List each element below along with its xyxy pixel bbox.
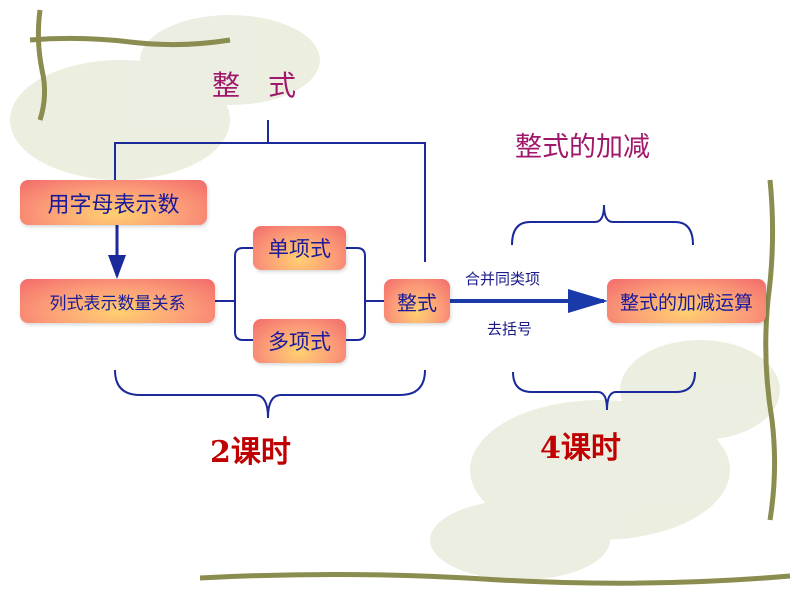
- box-letters-represent-numbers: 用字母表示数: [20, 180, 207, 225]
- hours-left: 2课时: [210, 435, 291, 470]
- hours-right: 4课时: [540, 431, 621, 466]
- flower-watermark: [10, 15, 780, 580]
- title-add-subtract: 整式的加减: [515, 132, 650, 163]
- bottom-right-brace: [512, 371, 696, 411]
- bottom-left-brace: [114, 369, 426, 419]
- label-combine-like-terms: 合并同类项: [465, 270, 541, 288]
- box-write-expressions: 列式表示数量关系: [20, 279, 215, 323]
- title-integral-expression: 整 式: [212, 69, 297, 102]
- box-add-subtract-operation: 整式的加减运算: [607, 279, 766, 323]
- label-remove-brackets: 去括号: [487, 320, 533, 338]
- box-polynomial: 多项式: [253, 319, 346, 363]
- top-bracket: [114, 120, 426, 262]
- left-branch: [215, 247, 253, 341]
- right-branch: [346, 247, 384, 341]
- top-right-brace: [511, 204, 694, 246]
- vine-border: [29, 9, 791, 586]
- box-integral-expression: 整式: [384, 279, 450, 323]
- box-monomial: 单项式: [253, 226, 346, 270]
